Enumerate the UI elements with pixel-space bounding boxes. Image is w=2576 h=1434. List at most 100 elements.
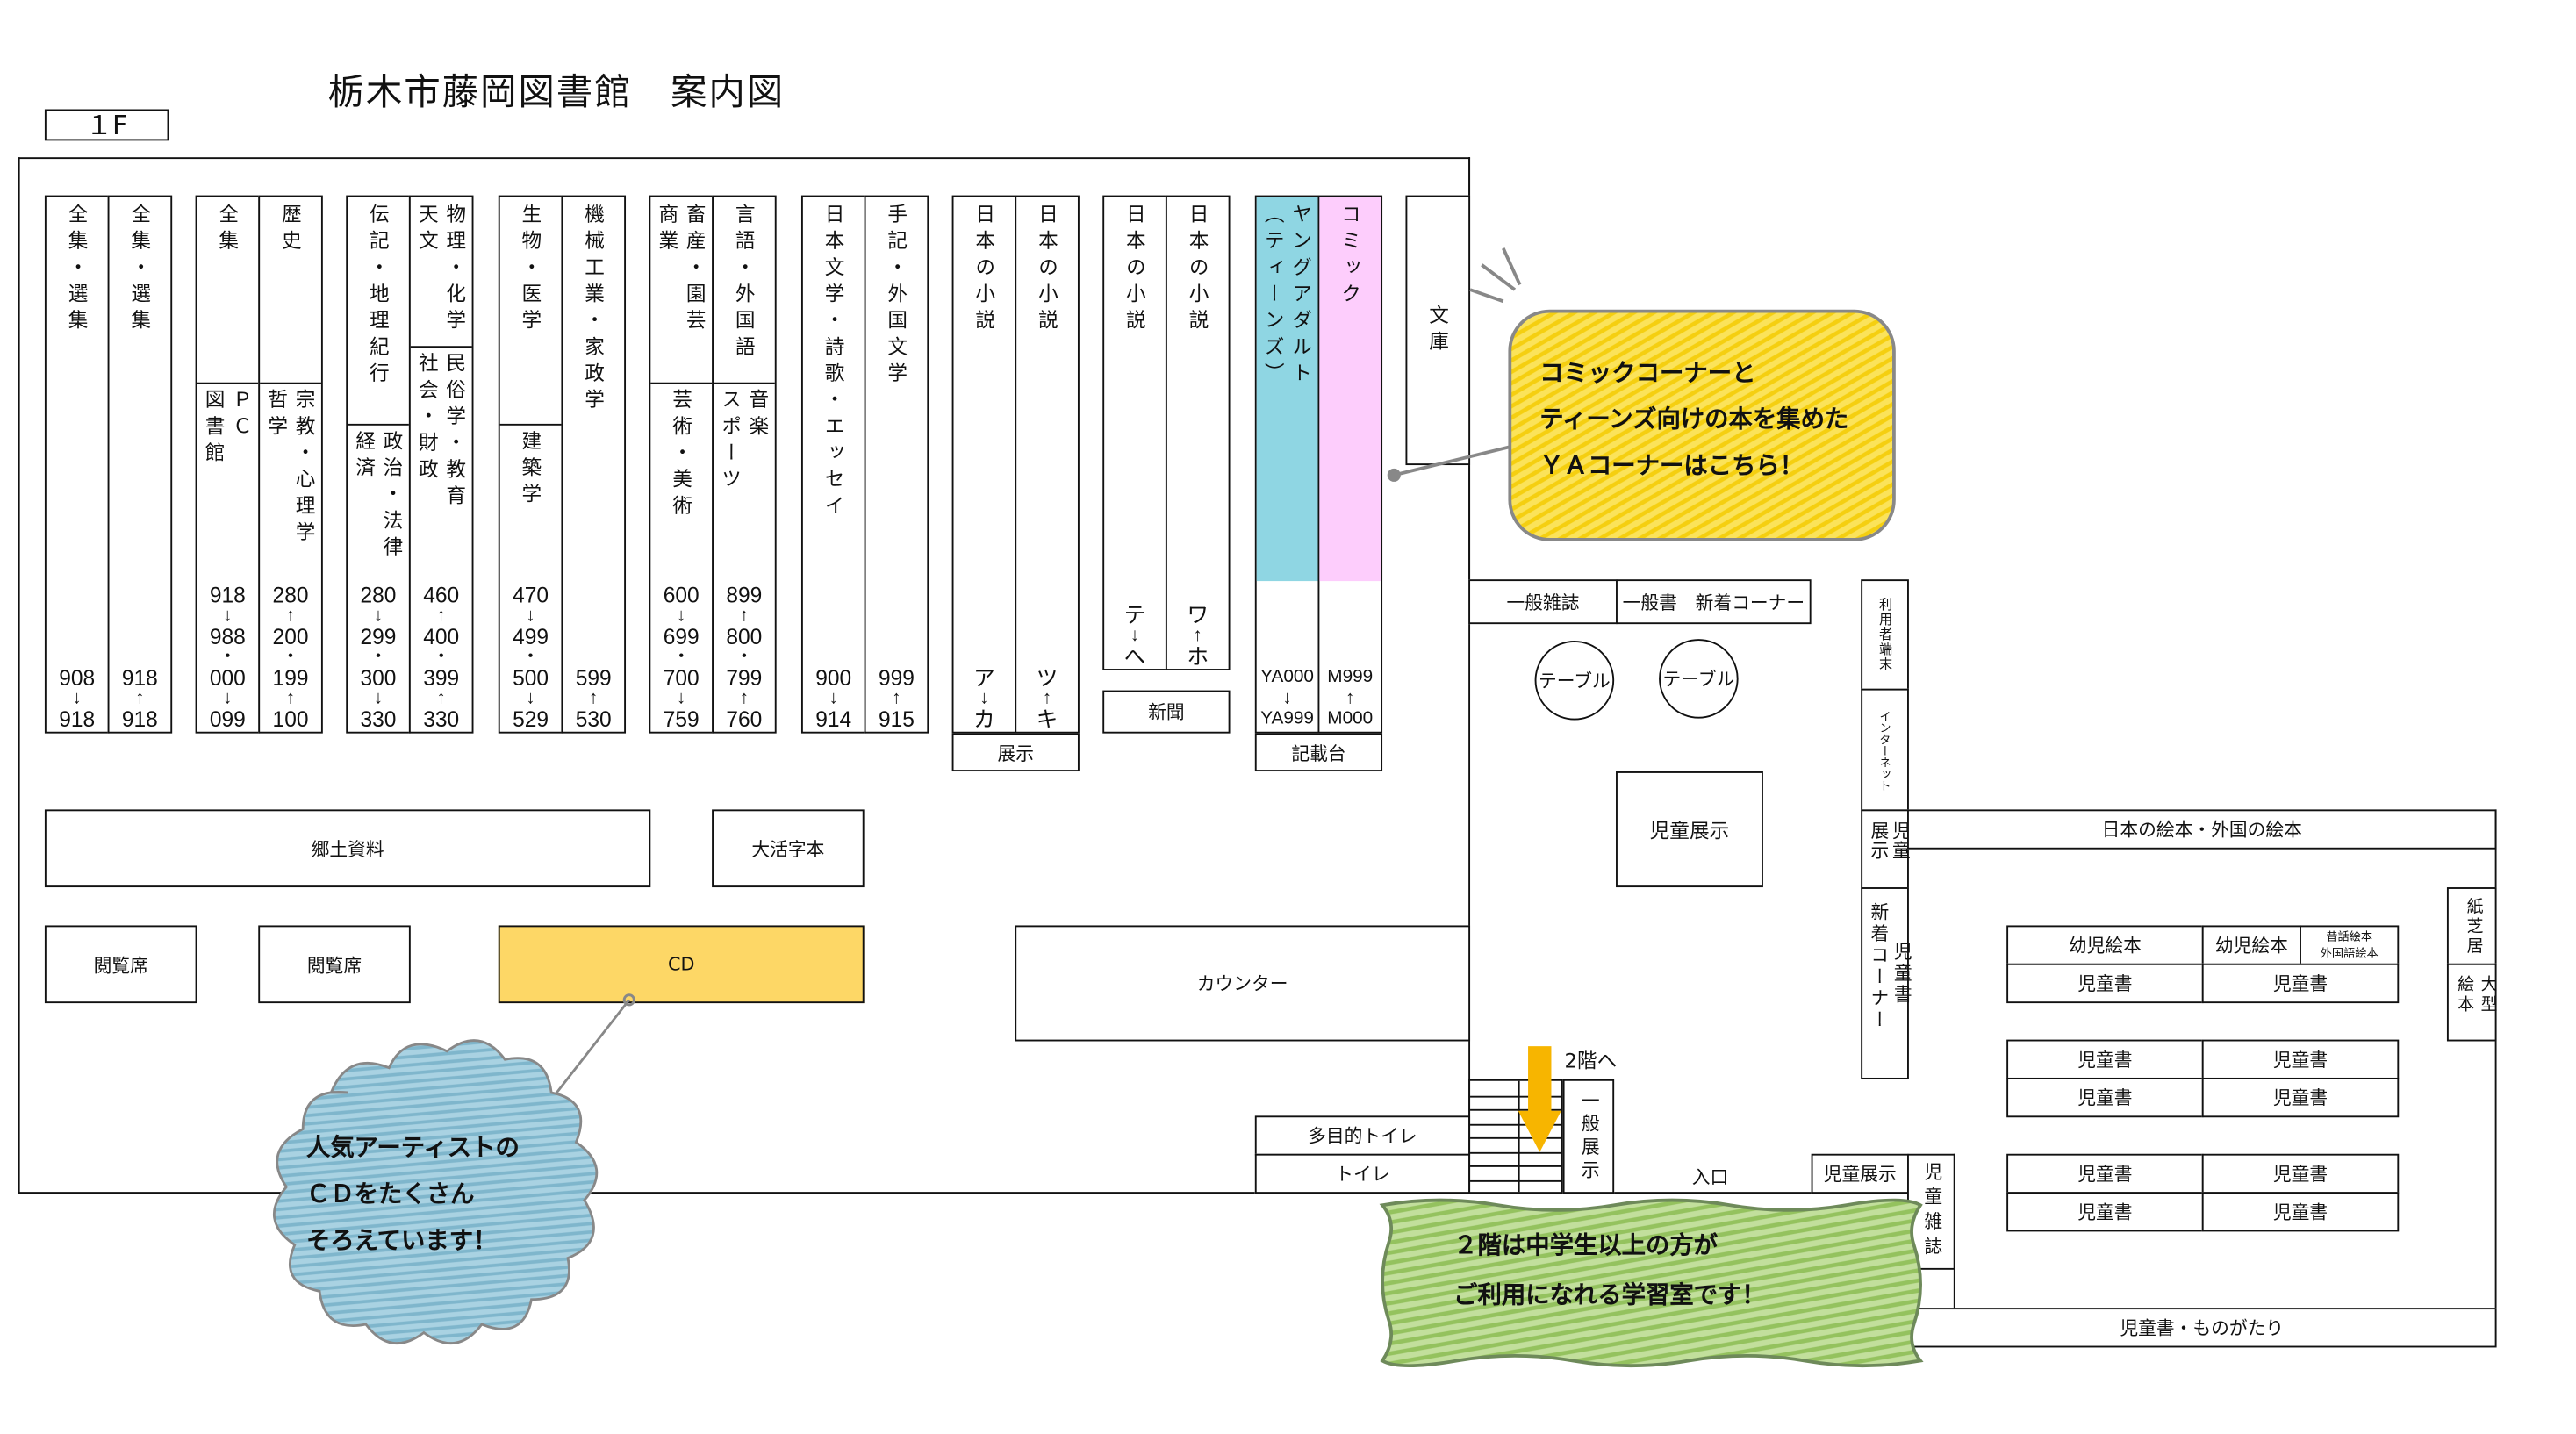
arrow-down-icon: ↓	[72, 688, 82, 709]
arrow-down-icon: ↓	[373, 688, 384, 709]
ya-callout-dot	[1387, 468, 1401, 482]
shelf-label: 日本の小説	[1186, 204, 1210, 336]
large-print-books: 大活字本	[712, 809, 865, 888]
arrow-up-icon: ↑	[739, 688, 750, 709]
call-number-range: 918↑918	[109, 667, 170, 730]
kids-magazines-label: 児童雑誌	[1921, 1162, 1944, 1262]
stair-step	[1470, 1179, 1561, 1181]
shelf-color-band	[1256, 197, 1318, 582]
shelf-column: 日本の小説ツ↑キ	[1015, 195, 1080, 734]
call-number-range: 899↑800・799↑760	[714, 584, 775, 730]
shelf-column: 日本の小説ワ↑ホ	[1165, 195, 1231, 670]
shelf-sub-label: ＰＣ	[230, 389, 254, 442]
kids-books-b4: 児童書	[2201, 1077, 2400, 1118]
kids-new-corner-label: 新着コーナー	[1868, 902, 1891, 1032]
call-number: 399	[423, 665, 460, 691]
call-number-range: 908↓918	[47, 667, 108, 730]
call-number: 299	[360, 624, 397, 649]
local-materials: 郷土資料	[44, 809, 651, 888]
shelf-label: 畜産・園芸	[684, 204, 707, 336]
call-number: ワ	[1187, 602, 1209, 627]
kamishibai-label: 紙芝居	[2462, 896, 2481, 957]
call-number: ・	[432, 647, 451, 668]
shelf-label: 生物・医学	[519, 204, 543, 336]
reading-seat-2: 閲覧席	[258, 925, 411, 1004]
kids-new-corner: 新着コーナー 児童書	[1861, 887, 1913, 1079]
arrow-down-icon: ↓	[526, 688, 535, 709]
kids-books-b3: 児童書	[2006, 1077, 2204, 1118]
ya-callout-pointer	[1393, 441, 1524, 477]
picture-label: 絵本	[2453, 975, 2472, 1015]
call-number: ツ	[1036, 665, 1058, 691]
bunko-label: 文庫	[1426, 304, 1450, 357]
shelf-divider	[650, 382, 713, 384]
stair-step	[1470, 1165, 1561, 1167]
internet-label: インターネット	[1878, 709, 1892, 791]
folk-foreign-picture-books: 昔話絵本 外国語絵本	[2300, 925, 2400, 965]
arrow-up-icon: ↑	[135, 688, 145, 709]
bunko-shelf: 文庫	[1405, 195, 1471, 466]
building-wall-left	[18, 157, 1471, 1194]
shelf-sub-label: スポーツ	[719, 389, 743, 496]
kids-books-a1: 児童書	[2006, 963, 2204, 1004]
children-wall-right	[2494, 809, 2497, 1348]
call-number: 918	[209, 582, 246, 608]
study-callout-line-2: ご利用になれる学習室です！	[1453, 1282, 1766, 1310]
emphasis-mark	[1469, 288, 1504, 304]
internet-terminal: インターネット	[1861, 688, 1909, 812]
kids-display: 児童展示	[1616, 771, 1763, 888]
cd-callout-line-1: 人気アーティストの	[305, 1136, 520, 1163]
stairs-label: 2階へ	[1564, 1049, 1618, 1073]
call-number: 899	[726, 582, 763, 608]
arrow-up-icon: ↑	[436, 606, 446, 627]
call-number-range: 600↓699・700↓759	[650, 584, 712, 730]
shelf-divider	[348, 423, 409, 426]
shelf-label: 機械工業・家政学	[582, 204, 606, 416]
arrow-down-icon: ↓	[223, 688, 233, 709]
arrow-up-icon: ↑	[285, 688, 296, 709]
call-number-range: テ↓へ	[1104, 604, 1166, 667]
call-number-range: ワ↑ホ	[1167, 604, 1229, 667]
arrow-down-icon: ↓	[223, 606, 233, 627]
shelf-label: 手記・外国文学	[885, 204, 909, 390]
ya-callout-line-2: ティーンズ向けの本を集めた	[1539, 407, 1849, 434]
toilet: トイレ	[1254, 1153, 1471, 1194]
call-number: 280	[360, 582, 397, 608]
kids-display-side-label-2: 展示	[1868, 821, 1891, 861]
call-number: ア	[973, 665, 995, 691]
call-number: 915	[878, 706, 915, 732]
call-number: カ	[973, 706, 995, 732]
cd-callout-line-2: ＣＤをたくさん	[305, 1181, 475, 1208]
study-callout	[1379, 1198, 1924, 1368]
call-number: 914	[815, 706, 852, 732]
arrow-up-icon: ↑	[1345, 688, 1355, 709]
shelf-label: 歴史	[279, 204, 303, 257]
shelf-divider	[499, 423, 562, 426]
shelf-sub-label: 哲学	[265, 389, 289, 442]
shelf-divider	[410, 346, 472, 348]
arrow-up-icon: ↑	[1193, 626, 1202, 646]
study-callout-line-1: ２階は中学生以上の方が	[1453, 1233, 1719, 1260]
cd-callout-dot	[622, 993, 635, 1007]
arrow-down-icon: ↓	[829, 688, 838, 709]
large-picture-books: 大型 絵本	[2446, 963, 2497, 1042]
shelf-sub-label: 政治・法律	[380, 430, 405, 563]
call-number: YA000	[1260, 667, 1314, 687]
down-arrow-icon	[1518, 1110, 1561, 1152]
call-number-range: ツ↑キ	[1016, 667, 1078, 730]
shelf-label: 日本文学・詩歌・エッセイ	[822, 204, 846, 522]
shelf-label: 日本の小説	[1123, 204, 1147, 336]
stairs-arrow-shaft	[1528, 1046, 1552, 1113]
call-number: 700	[663, 665, 700, 691]
cd-callout-cloud	[273, 1039, 599, 1344]
arrow-up-icon: ↑	[1042, 688, 1052, 709]
shelf-label: 言語・外国語	[733, 204, 757, 363]
call-number: ・	[281, 647, 300, 668]
general-display-label: 一般展示	[1579, 1090, 1601, 1183]
general-display: 一般展示	[1562, 1079, 1615, 1194]
shelf-label-sub: 商業	[656, 204, 680, 257]
shelf-label-sub: （ティーンズ）	[1262, 204, 1286, 390]
shelf-divider	[260, 382, 321, 384]
